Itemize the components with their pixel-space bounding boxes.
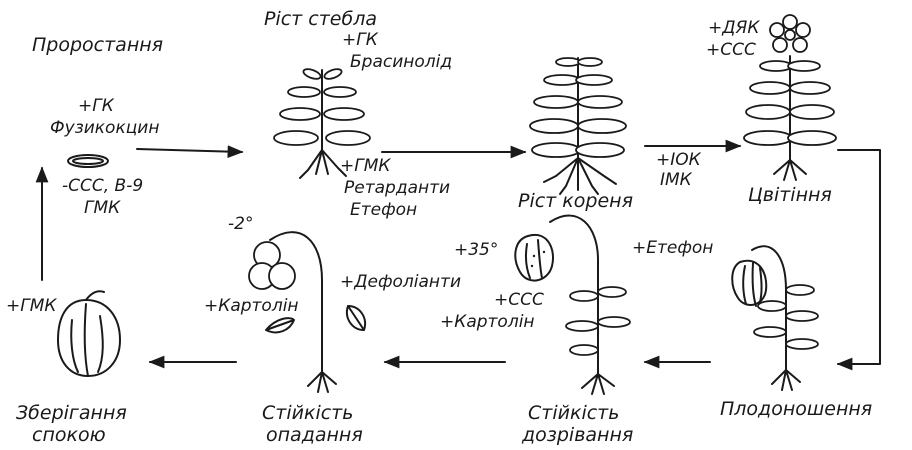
treatment-stem-gk: +ГК (342, 30, 378, 50)
treatment-brassinolide: Брасинолід (350, 52, 452, 72)
stage-label-root-growth: Ріст кореня (518, 190, 633, 212)
stage-label-storage: Зберігання (16, 402, 127, 424)
stage-label-dormancy: спокою (32, 424, 106, 446)
stage-label-ripening: дозрівання (522, 424, 633, 446)
treatment-stem-ethephon: Етефон (350, 200, 417, 220)
treatment-germ-gk: +ГК (78, 96, 114, 116)
stage-label-germination: Проростання (32, 34, 163, 56)
treatment-fruit-ethephon: +Етефон (632, 238, 713, 258)
treatment-flower-ccc: +ССС (706, 40, 756, 60)
arrow-icon (838, 150, 880, 364)
treatment-stem-gmk: +ГМК (340, 156, 390, 176)
fruit-icon (249, 242, 295, 289)
treatment-root-imk: ІМК (660, 170, 692, 190)
treatment-shed-temperature: -2° (228, 214, 253, 234)
roots-icon (582, 374, 614, 394)
treatment-defoliants: +Дефоліанти (340, 272, 461, 292)
fruit-icon (732, 261, 766, 306)
stage-label-shedding: опадання (266, 424, 363, 446)
fruit-icon (515, 235, 553, 281)
treatment-shed-kartolin: +Картолін (204, 296, 299, 316)
plant-icon (744, 15, 836, 180)
flower-icon (770, 15, 810, 52)
roots-icon (308, 372, 336, 392)
roots-icon (772, 370, 800, 390)
plant-icon (530, 58, 626, 194)
treatment-ripen-ccc: +ССС (494, 290, 544, 310)
arrow-icon (137, 149, 242, 152)
leaf-icon (266, 318, 294, 332)
stage-label-ripening-resistance: Стійкість (528, 402, 619, 424)
treatment-seed-gmk: ГМК (84, 198, 120, 218)
treatment-seed-ccc-b9: -ССС, В-9 (62, 176, 143, 196)
stage-label-stem-growth: Ріст стебла (264, 8, 377, 30)
stage-label-shedding-resistance: Стійкість (262, 402, 353, 424)
treatment-root-iok: +ІОК (656, 150, 701, 170)
stage-label-fruiting: Плодоношення (720, 398, 872, 420)
seed-icon (58, 291, 120, 376)
treatment-fusicoccin: Фузикокцин (50, 118, 159, 138)
treatment-flower-dyak: +ДЯК (708, 18, 759, 38)
treatment-ripen-kartolin: +Картолін (440, 312, 535, 332)
treatment-storage-gmk: +ГМК (6, 296, 56, 316)
leaf-icon (347, 306, 365, 330)
roots-icon (774, 160, 806, 180)
roots-icon (544, 158, 616, 194)
treatment-ripen-temperature: +35° (454, 240, 498, 260)
stage-label-flowering: Цвітіння (748, 184, 832, 206)
treatment-retardants: Ретарданти (344, 178, 450, 198)
plant-icon (732, 246, 818, 390)
seed-inner-icon (73, 158, 103, 164)
